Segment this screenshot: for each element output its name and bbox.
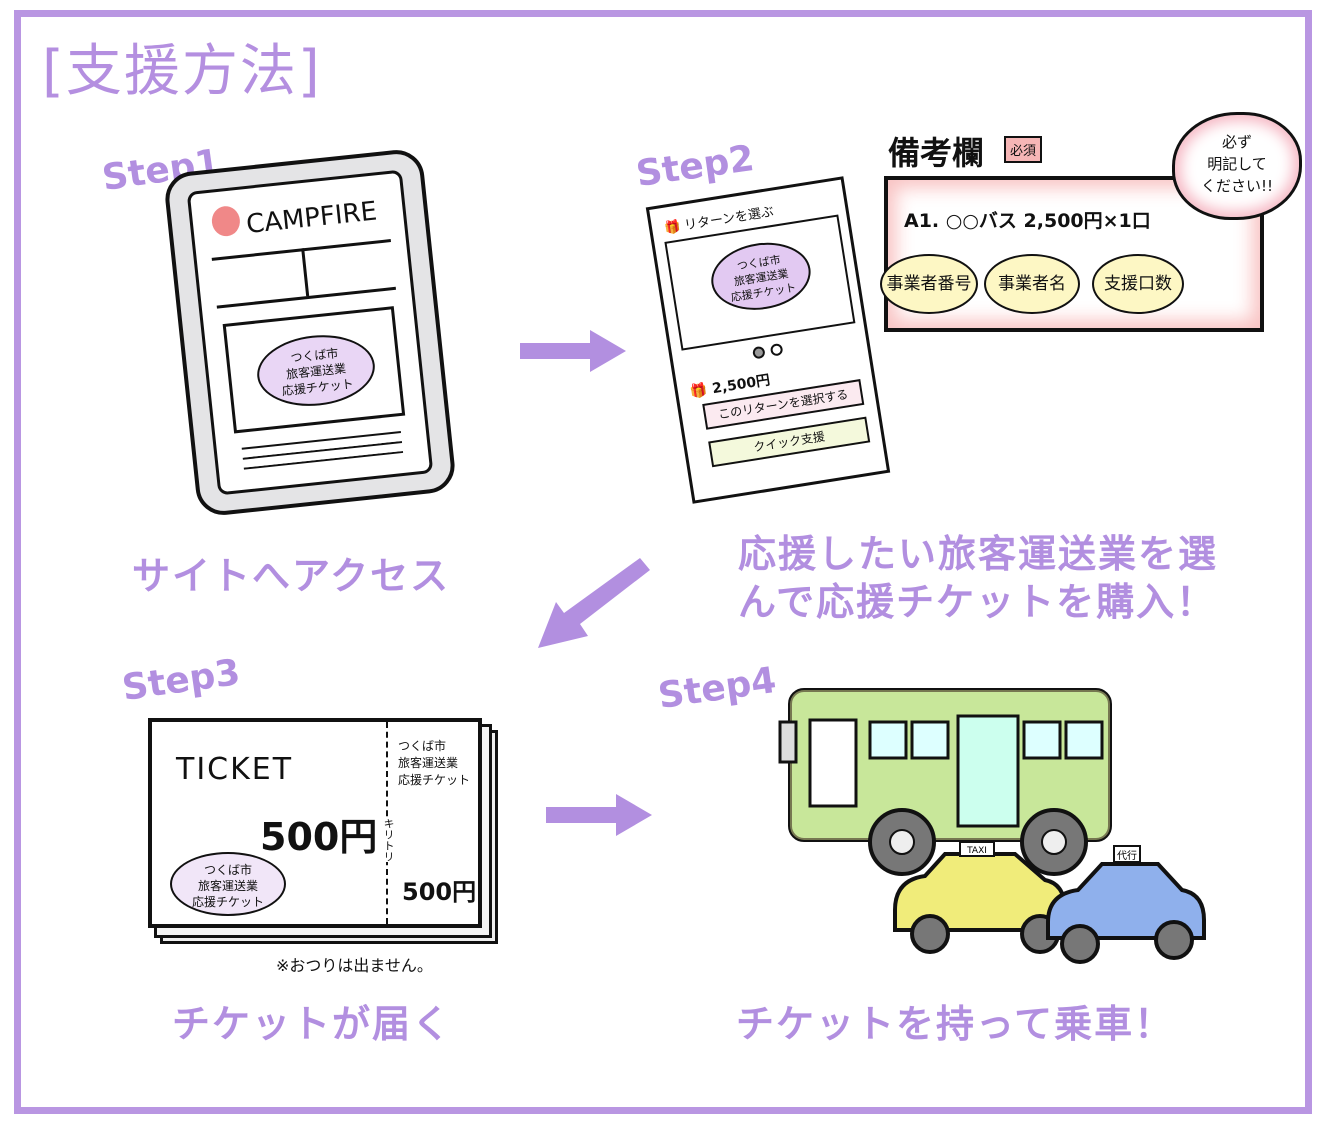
stub-line: 旅客運送業 bbox=[398, 756, 459, 770]
ticket-illustration: TICKET 500円 つくば市 旅客運送業 応援チケット キリトリ つくば市 … bbox=[148, 718, 482, 928]
cloud-line: 必ず bbox=[1221, 133, 1252, 151]
required-badge: 必須 bbox=[1004, 136, 1043, 163]
no-change-note: ※おつりは出ません。 bbox=[276, 956, 433, 975]
arrow-down-left-icon bbox=[538, 558, 650, 648]
caption-line: 応援したい旅客運送業を選 bbox=[738, 532, 1219, 576]
cloud-line: ください!! bbox=[1200, 177, 1274, 195]
bubble-operator-number: 事業者番号 bbox=[880, 254, 978, 314]
badge-line: 旅客運送業 bbox=[197, 879, 258, 893]
bus-icon bbox=[778, 688, 1112, 876]
daiko-car-icon bbox=[1046, 845, 1206, 964]
carousel-dots bbox=[751, 345, 766, 360]
cloud-line: 明記して bbox=[1207, 155, 1267, 173]
stub-amount: 500円 bbox=[402, 878, 477, 906]
ticket-badge: つくば市 旅客運送業 応援チケット bbox=[253, 329, 379, 412]
ticket-badge: つくば市 旅客運送業 応援チケット bbox=[706, 235, 816, 317]
step2-caption: 応援したい旅客運送業を選 んで応援チケットを購入！ bbox=[738, 530, 1218, 626]
daiko-sign: 代行 bbox=[1117, 849, 1137, 862]
taxi-sign: TAXI bbox=[966, 846, 987, 856]
phone-illustration: CAMPFIRE つくば市 旅客運送業 応援チケット bbox=[162, 147, 458, 518]
stub-text: つくば市 旅客運送業 応援チケット bbox=[398, 738, 470, 789]
bubble-operator-name: 事業者名 bbox=[984, 254, 1080, 314]
ticket-badge: つくば市 旅客運送業 応援チケット bbox=[170, 852, 286, 916]
note-heading: 備考欄 bbox=[888, 134, 985, 172]
bubble-support-count: 支援口数 bbox=[1092, 254, 1184, 314]
ticket-title: TICKET bbox=[176, 752, 294, 787]
note-example: A1. ○○バス 2,500円×1口 bbox=[904, 210, 1151, 232]
stub-line: つくば市 bbox=[398, 739, 447, 753]
step4-caption: チケットを持って乗車！ bbox=[736, 1002, 1175, 1046]
step3-caption: チケットが届く bbox=[172, 1002, 453, 1046]
badge-line: 応援チケット bbox=[191, 895, 264, 909]
stub-line: 応援チケット bbox=[398, 773, 471, 787]
step1-caption: サイトへアクセス bbox=[132, 554, 451, 598]
page-frame bbox=[14, 10, 1312, 1114]
badge-line: つくば市 bbox=[203, 863, 252, 877]
vehicles-illustration: TAXI 代行 bbox=[778, 688, 1206, 964]
page-title: [支援方法] bbox=[42, 39, 322, 104]
note-box: A1. ○○バス 2,500円×1口 事業者番号 事業者名 支援口数 bbox=[880, 176, 1264, 332]
caption-line: んで応援チケットを購入！ bbox=[738, 580, 1217, 624]
ticket-amount: 500円 bbox=[260, 815, 378, 859]
cut-line-label: キリトリ bbox=[380, 818, 396, 862]
arrow-right-icon bbox=[546, 794, 652, 836]
reminder-cloud: 必ず 明記して ください!! bbox=[1172, 112, 1302, 220]
arrow-right-icon bbox=[520, 330, 626, 372]
